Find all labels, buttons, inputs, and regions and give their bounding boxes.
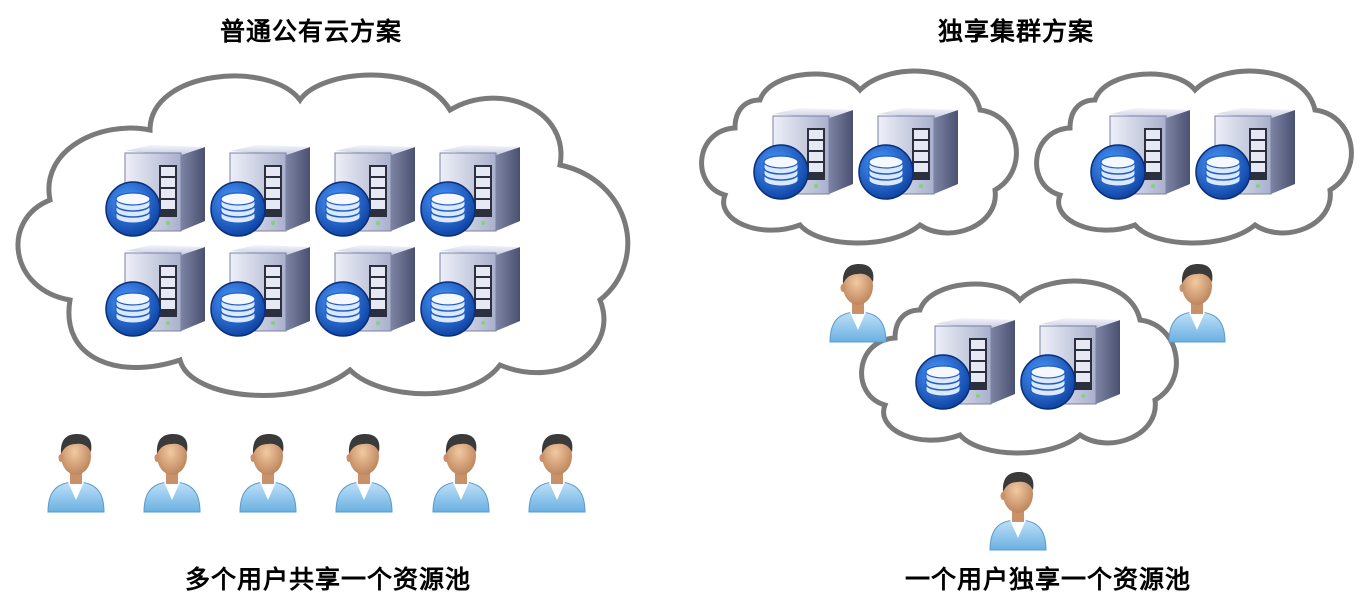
user-icon [829, 263, 887, 343]
left-title: 普通公有云方案 [219, 17, 403, 46]
user-icon [1168, 263, 1226, 343]
user-icon [239, 433, 297, 513]
right-title: 独享集群方案 [937, 17, 1095, 46]
dedicated-cloud-2 [1034, 68, 1354, 246]
dedicated-cloud-1 [699, 68, 1019, 246]
left-caption: 多个用户共享一个资源池 [184, 565, 472, 594]
user-icon [528, 433, 586, 513]
user-icon [335, 433, 393, 513]
public-cloud-outline [15, 72, 631, 398]
user-icon [143, 433, 201, 513]
right-caption: 一个用户独享一个资源池 [904, 565, 1192, 594]
user-icon [989, 471, 1047, 551]
user-icon [47, 433, 105, 513]
shared-users [47, 433, 586, 513]
dedicated-cloud-3 [859, 278, 1179, 456]
user-icon [432, 433, 490, 513]
